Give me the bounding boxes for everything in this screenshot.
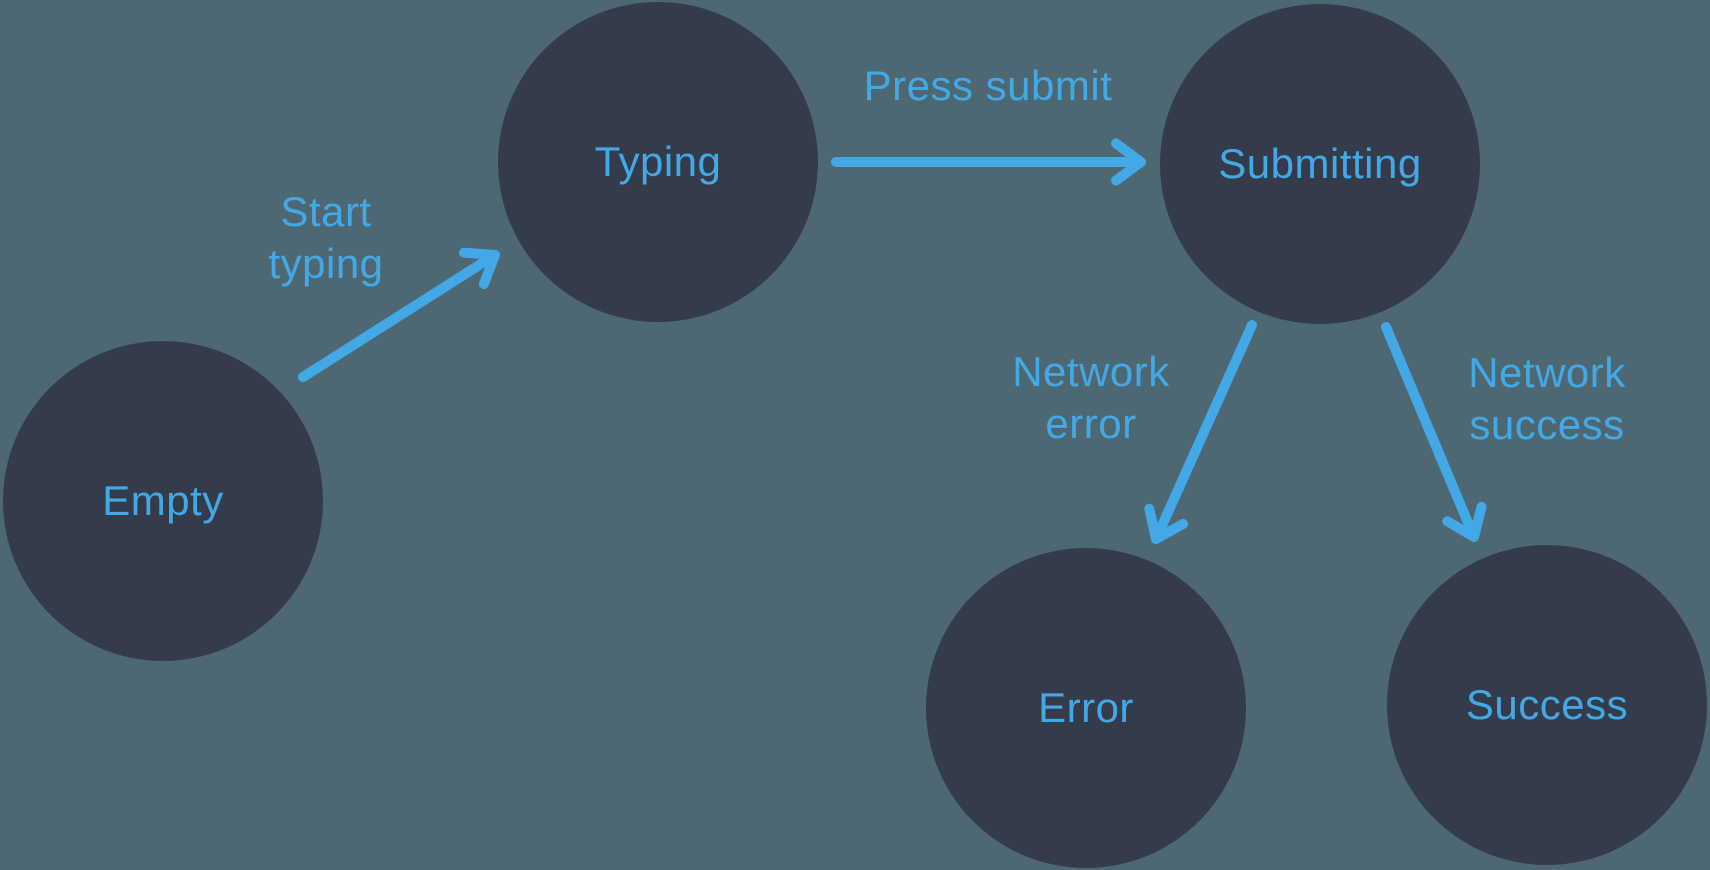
state-node-label-empty: Empty [102, 477, 224, 524]
state-node-error: Error [926, 548, 1246, 868]
state-node-success: Success [1387, 545, 1707, 865]
state-node-label-submitting: Submitting [1218, 140, 1422, 187]
state-node-label-typing: Typing [594, 138, 722, 185]
edge-line-network-error [1151, 320, 1257, 544]
state-node-label-error: Error [1038, 684, 1134, 731]
state-node-label-success: Success [1465, 681, 1629, 728]
edge-arrowhead-network-error [1144, 503, 1189, 544]
edge-label-press-submit: Press submit [863, 62, 1113, 109]
state-node-submitting: Submitting [1160, 4, 1480, 324]
edge-press-submit [831, 138, 1146, 186]
edge-arrowhead-start-typing [459, 247, 500, 289]
edge-arrowhead-network-success [1442, 501, 1487, 542]
edge-line-start-typing [298, 250, 500, 382]
edge-label-network-success: Network success [1468, 349, 1626, 448]
edge-arrowhead-press-submit [1111, 138, 1146, 186]
edge-line-network-success [1381, 322, 1479, 542]
state-node-typing: Typing [498, 2, 818, 322]
edge-network-success [1381, 322, 1487, 542]
edge-label-start-typing: Start typing [268, 188, 384, 287]
state-node-empty: Empty [3, 341, 323, 661]
edge-start-typing [298, 247, 500, 382]
edge-label-network-error: Network error [1012, 348, 1170, 447]
edge-network-error [1144, 320, 1257, 544]
